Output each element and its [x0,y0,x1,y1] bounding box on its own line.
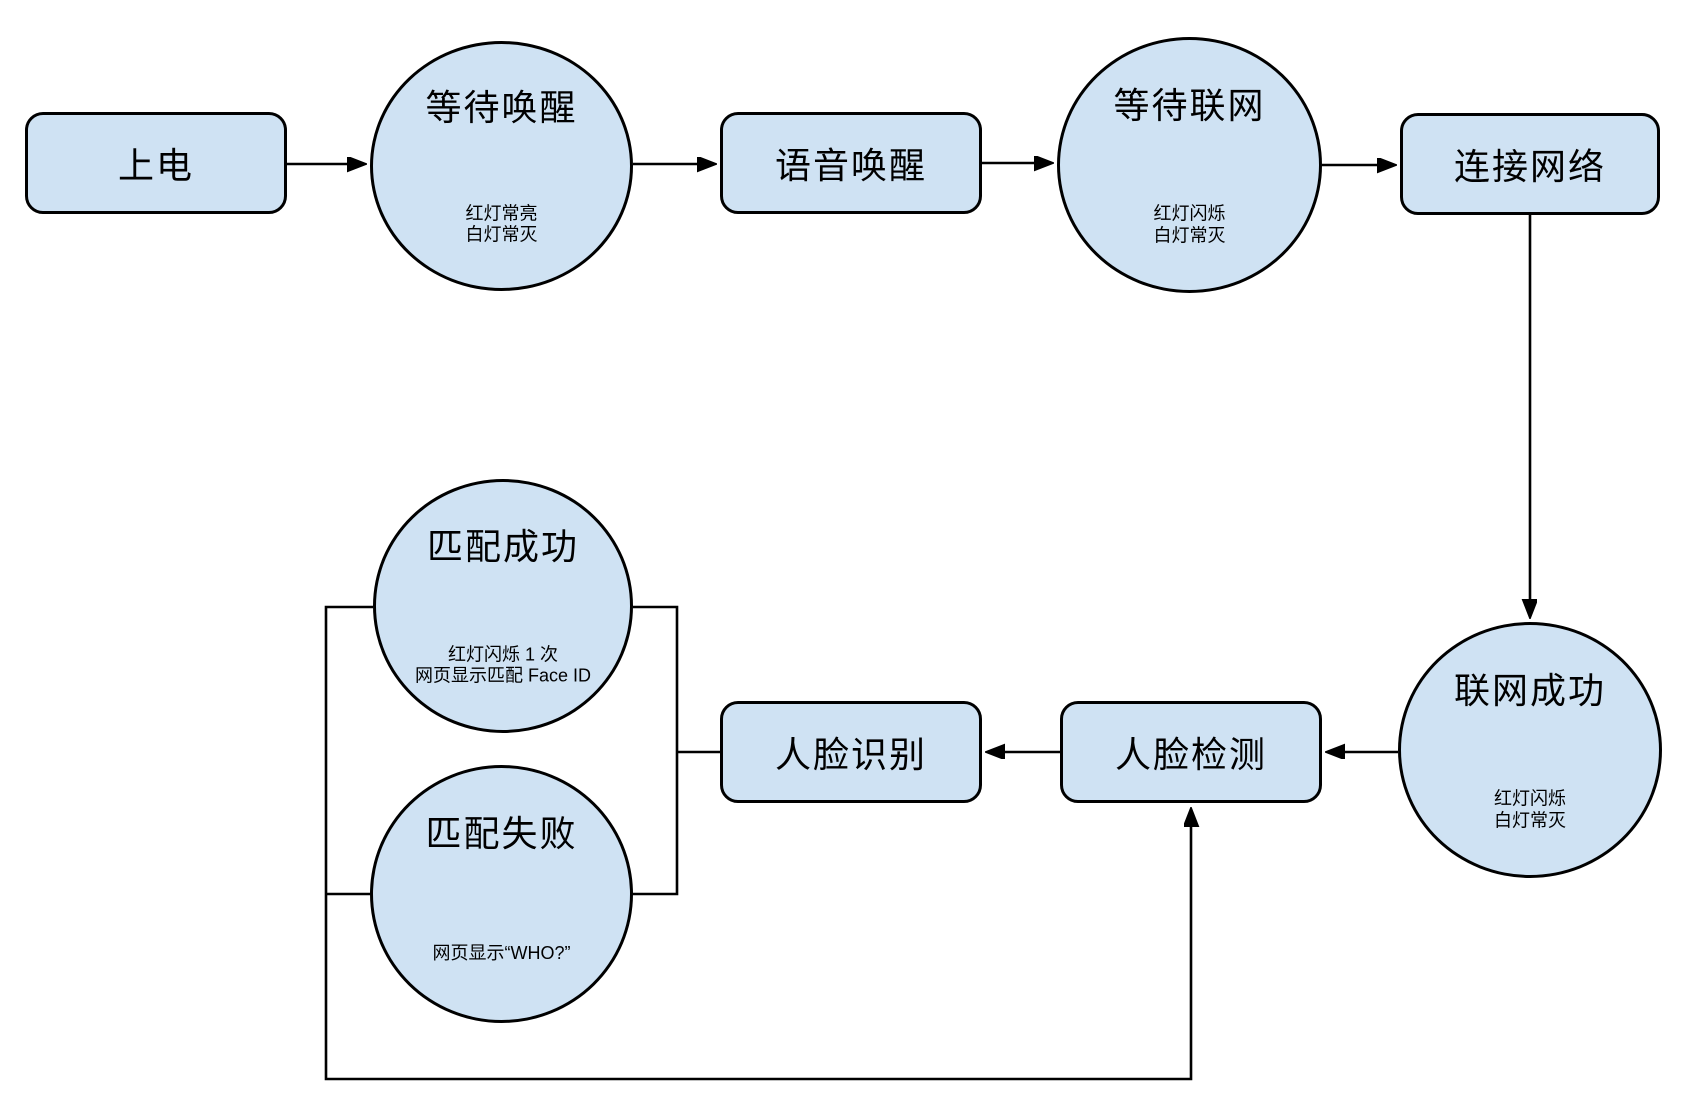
node-match-fail: 匹配失败 网页显示“WHO?” [370,765,633,1023]
edge-loop-back-to-face-detect [324,605,1191,1081]
node-face-detect: 人脸检测 [1060,701,1322,803]
node-wait-network-status: 红灯闪烁 白灯常灭 [1153,203,1226,245]
node-network-success-status: 红灯闪烁 白灯常灭 [1494,788,1566,830]
node-power-on-label: 上电 [117,145,194,186]
node-match-success-label: 匹配成功 [426,526,579,567]
node-match-fail-status: 网页显示“WHO?” [432,943,571,964]
node-face-recognize-label: 人脸识别 [774,734,927,775]
node-wait-wake-status: 红灯常亮 白灯常灭 [465,202,538,245]
node-network-success-label: 联网成功 [1453,669,1606,711]
node-match-fail-label: 匹配失败 [425,813,578,854]
node-wait-network-label: 等待联网 [1113,84,1266,126]
node-wait-wake: 等待唤醒 红灯常亮 白灯常灭 [370,41,633,291]
node-match-success-status: 红灯闪烁 1 次 网页显示匹配 Face ID [414,643,592,686]
node-voice-wake: 语音唤醒 [720,112,982,214]
node-connect-network: 连接网络 [1400,113,1660,215]
node-face-recognize: 人脸识别 [720,701,982,803]
node-voice-wake-label: 语音唤醒 [774,145,927,186]
node-face-detect-label: 人脸检测 [1114,734,1267,775]
node-wait-network: 等待联网 红灯闪烁 白灯常灭 [1057,37,1322,293]
edge-bracket-match-results [633,605,679,896]
node-connect-network-label: 连接网络 [1453,146,1606,187]
node-wait-wake-label: 等待唤醒 [425,87,578,128]
node-power-on: 上电 [25,112,287,214]
node-network-success: 联网成功 红灯闪烁 白灯常灭 [1398,622,1662,878]
node-match-success: 匹配成功 红灯闪烁 1 次 网页显示匹配 Face ID [373,479,633,733]
